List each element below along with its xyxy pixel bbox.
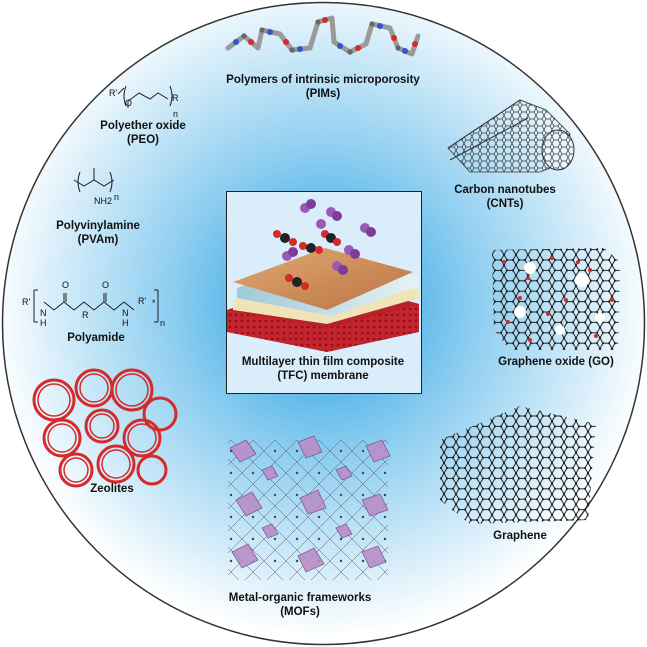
polyamide-r-left: R' bbox=[22, 297, 31, 307]
polyamide-n: n bbox=[160, 318, 166, 328]
gas-molecules bbox=[273, 199, 376, 290]
zeolites-label: Zeolites bbox=[90, 483, 134, 495]
peo-oxygen: O bbox=[125, 98, 133, 108]
peo-label: Polyether oxide (PEO) bbox=[100, 120, 186, 146]
graphene-label: Graphene bbox=[493, 530, 547, 542]
tfc-membrane-illustration bbox=[227, 199, 419, 352]
polyamide-n2: N bbox=[122, 308, 129, 318]
pims-label: Polymers of intrinsic microporosity (PIM… bbox=[226, 74, 420, 100]
zeolites-icon bbox=[32, 368, 178, 488]
polyamide-h1: H bbox=[40, 318, 47, 328]
polyamide-h2: H bbox=[122, 318, 129, 328]
peo-r-left: R' bbox=[109, 88, 118, 98]
carbon-nanotubes-icon bbox=[447, 99, 575, 173]
polyamide-star: * bbox=[152, 298, 156, 308]
cnts-label: Carbon nanotubes (CNTs) bbox=[454, 184, 556, 210]
polyamide-formula bbox=[33, 289, 159, 323]
peo-r-right: R bbox=[172, 93, 179, 103]
graphene-oxide-icon bbox=[492, 248, 620, 350]
tfc-membrane-panel: Multilayer thin film composite (TFC) mem… bbox=[226, 191, 422, 394]
polyamide-o2: O bbox=[102, 280, 110, 290]
polyamide-o1: O bbox=[62, 280, 70, 290]
pvam-nh2: NH2 bbox=[94, 196, 113, 206]
graphene-oxide-label: Graphene oxide (GO) bbox=[498, 356, 614, 368]
polyamide-n1: N bbox=[40, 308, 47, 318]
tfc-membrane-label: Multilayer thin film composite (TFC) mem… bbox=[241, 356, 405, 382]
pvam-formula bbox=[73, 168, 115, 193]
mofs-icon bbox=[228, 435, 391, 580]
peo-formula bbox=[117, 85, 173, 108]
pvam-n: n bbox=[114, 192, 120, 202]
peo-n: n bbox=[173, 109, 179, 119]
mofs-label: Metal-organic frameworks (MOFs) bbox=[228, 592, 372, 618]
pvam-label: Polyvinylamine (PVAm) bbox=[56, 220, 140, 246]
polyamide-label: Polyamide bbox=[67, 332, 125, 344]
polyamide-r-right: R' bbox=[138, 296, 147, 306]
polyamide-r-mid: R bbox=[82, 310, 89, 320]
pims-structure-icon bbox=[225, 15, 421, 57]
graphene-icon bbox=[440, 406, 596, 524]
